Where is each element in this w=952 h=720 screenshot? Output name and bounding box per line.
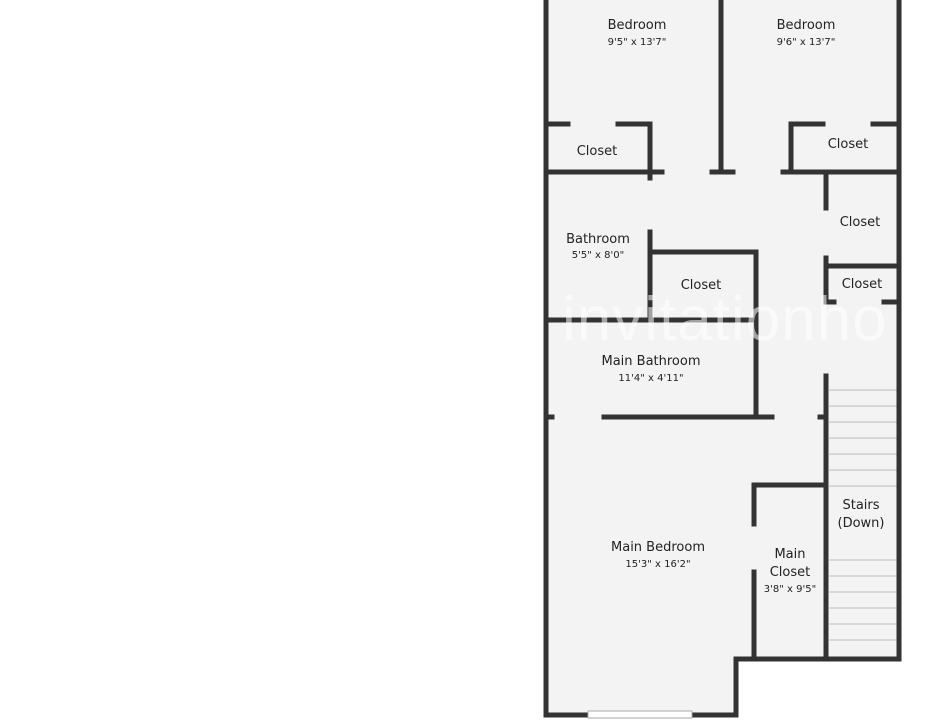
windows	[587, 710, 693, 719]
main-bathroom-name: Main Bathroom	[601, 354, 700, 369]
bathroom-dims: 5'5" x 8'0"	[572, 250, 624, 261]
main-bathroom-dims: 11'4" x 4'11"	[618, 373, 683, 384]
main-closet-name-line2: Closet	[770, 565, 811, 580]
bedroom-1-dims: 9'5" x 13'7"	[608, 37, 667, 48]
bedroom-2-name: Bedroom	[777, 18, 836, 33]
room-labels: Bedroom 9'5" x 13'7" Bedroom 9'6" x 13'7…	[566, 18, 892, 595]
watermark-text: invitationho	[562, 285, 888, 354]
bedroom-2-dims: 9'6" x 13'7"	[777, 37, 836, 48]
main-bedroom-dims: 15'3" x 16'2"	[625, 559, 690, 570]
closet-4-name: Closet	[840, 215, 881, 230]
stairs-name-line2: (Down)	[838, 516, 885, 531]
stairs-label-bg	[832, 494, 892, 534]
closet-5-name: Closet	[842, 277, 883, 292]
main-closet-name-line1: Main	[774, 547, 805, 562]
closet-1-name: Closet	[577, 144, 618, 159]
bedroom-1-name: Bedroom	[608, 18, 667, 33]
closet-3-name: Closet	[681, 278, 722, 293]
stairs-name-line1: Stairs	[842, 498, 879, 513]
stair-treads	[829, 389, 897, 641]
bathroom-name: Bathroom	[566, 232, 630, 247]
walls	[543, 0, 902, 718]
main-closet-dims: 3'8" x 9'5"	[764, 584, 816, 595]
main-bedroom-name: Main Bedroom	[611, 540, 705, 555]
closet-2-name: Closet	[828, 137, 869, 152]
